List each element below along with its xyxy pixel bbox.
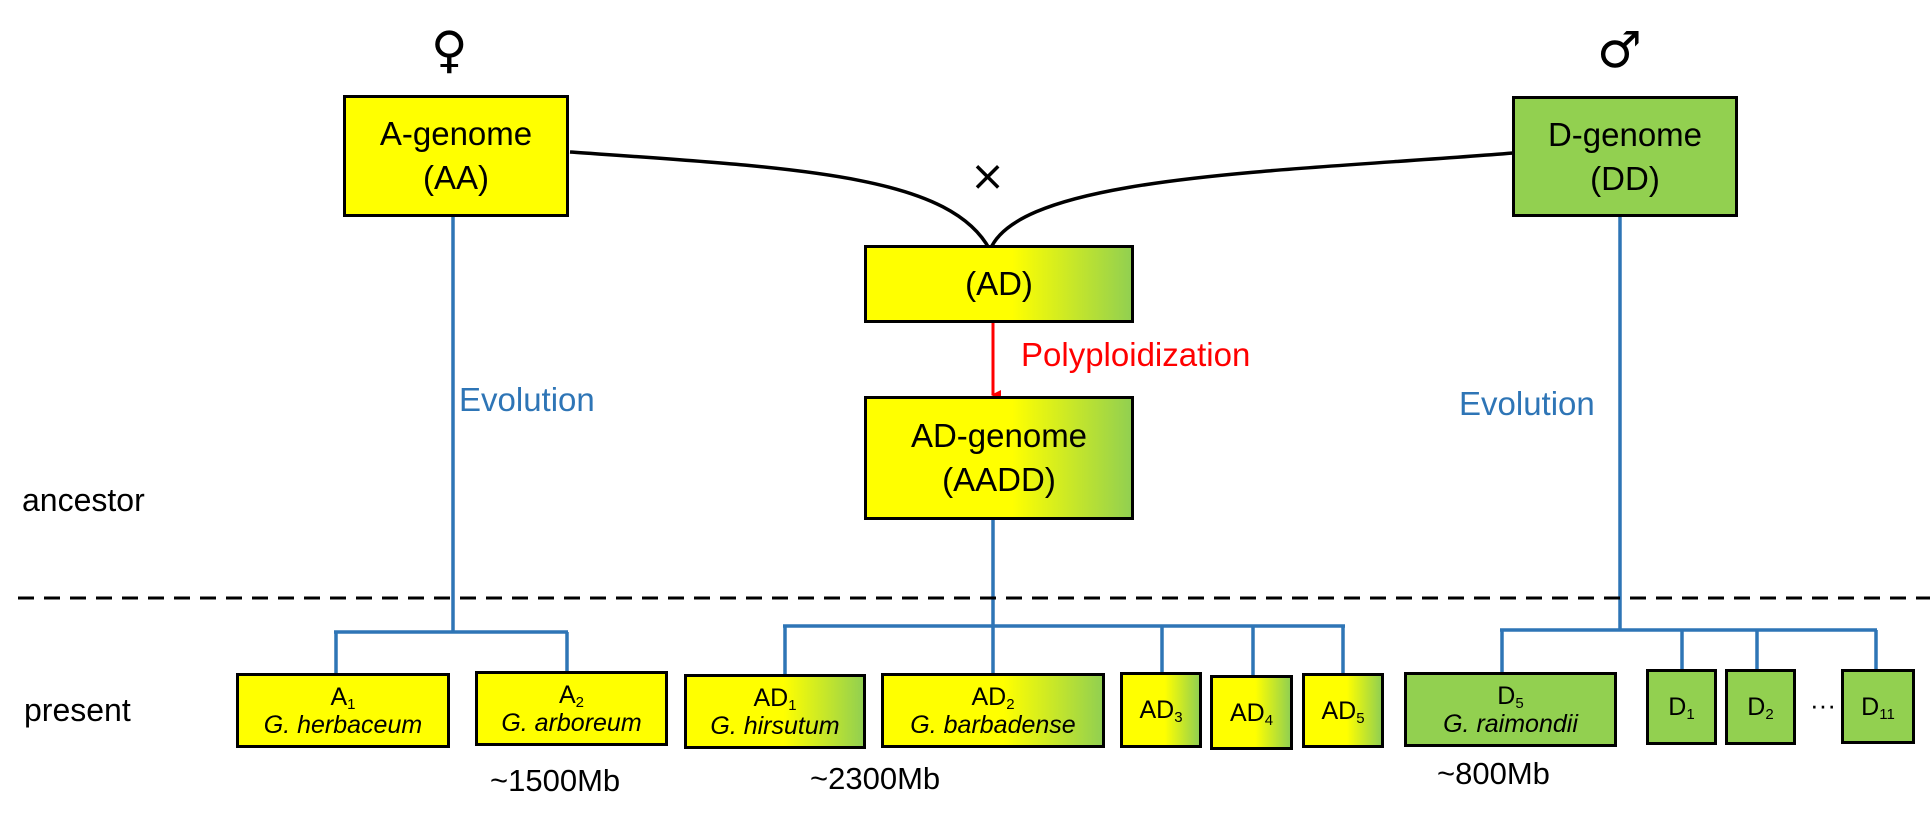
- d-genome-name: D-genome: [1547, 115, 1703, 153]
- species-code-ad5: AD5: [1321, 696, 1365, 727]
- genome-size-d: ~800Mb: [1437, 756, 1550, 791]
- genome-size-ad: ~2300Mb: [810, 761, 941, 796]
- species-code-ad3: AD3: [1139, 696, 1183, 726]
- female-symbol: ♀: [431, 21, 468, 79]
- species-name-a1: G. herbaceum: [263, 710, 423, 739]
- species-code-d1: D1: [1668, 693, 1695, 723]
- species-code-a2: A2: [558, 680, 585, 711]
- ad-hybrid-code: (AD): [965, 265, 1033, 302]
- species-box-a2: A2 G. arboreum: [475, 671, 668, 746]
- evolution-label-left: Evolution: [459, 381, 595, 418]
- species-box-d1: D1: [1646, 669, 1717, 745]
- species-box-d11: D11: [1841, 669, 1915, 744]
- a-genome-code: (AA): [423, 159, 489, 196]
- ancestor-label: ancestor: [22, 482, 145, 518]
- species-code-d2: D2: [1747, 693, 1774, 723]
- species-code-d5: D5: [1497, 681, 1524, 712]
- ad-genome-box: AD-genome (AADD): [864, 396, 1134, 520]
- species-code-ad4: AD4: [1229, 698, 1274, 729]
- ad-genome-code: (AADD): [942, 461, 1056, 498]
- species-code-d11: D11: [1861, 692, 1895, 723]
- species-code-ad1: AD1: [753, 683, 797, 714]
- cross-curve-left: [569, 150, 992, 251]
- species-name-d5: G. raimondii: [1443, 709, 1578, 738]
- genome-size-a: ~1500Mb: [490, 763, 621, 798]
- species-box-ad5: AD5: [1302, 673, 1384, 748]
- male-symbol: ♂: [1597, 21, 1642, 79]
- species-box-d5: D5 G. raimondii: [1404, 672, 1617, 747]
- ellipsis-label: ···: [1810, 690, 1836, 720]
- species-box-ad2: AD2 G. barbadense: [881, 673, 1105, 748]
- polyploidization-label: Polyploidization: [1021, 336, 1251, 373]
- present-label: present: [24, 692, 131, 728]
- species-name-a2: G. arboreum: [501, 708, 642, 737]
- species-box-ad4: AD4: [1210, 675, 1293, 750]
- species-name-ad2: G. barbadense: [910, 710, 1076, 739]
- a-genome-name: A-genome: [379, 115, 533, 152]
- cross-curve-right: [988, 151, 1514, 251]
- species-box-ad3: AD3: [1120, 672, 1202, 748]
- species-name-ad1: G. hirsutum: [710, 711, 840, 740]
- evolution-label-right: Evolution: [1459, 385, 1595, 422]
- species-code-ad2: AD2: [971, 682, 1015, 713]
- ad-genome-name: AD-genome: [910, 417, 1088, 454]
- a-genome-box: A-genome (AA): [343, 95, 569, 217]
- d-genome-box: D-genome (DD): [1512, 96, 1738, 217]
- species-box-a1: A1 G. herbaceum: [236, 673, 450, 748]
- species-box-ad1: AD1 G. hirsutum: [684, 674, 866, 749]
- species-code-a1: A1: [330, 682, 356, 713]
- species-box-d2: D2: [1725, 669, 1796, 745]
- cross-symbol: ×: [970, 151, 1006, 200]
- d-genome-code: (DD): [1590, 159, 1660, 197]
- ad-hybrid-box: (AD): [864, 245, 1134, 323]
